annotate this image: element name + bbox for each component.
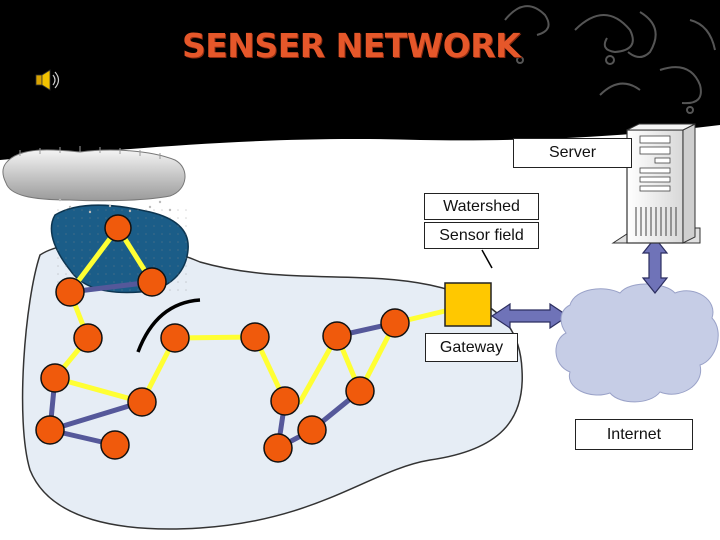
- server-tower-icon: [611, 123, 701, 244]
- sensor-node: [127, 387, 157, 417]
- river-line: [136, 298, 201, 353]
- decorative-swirls: [504, 5, 716, 114]
- watershed-label: Watershed: [424, 193, 539, 220]
- sensor-node: [322, 321, 352, 351]
- sensor-node: [35, 415, 65, 445]
- sensor-node: [73, 323, 103, 353]
- rain-cloud-icon: [2, 146, 186, 214]
- sensor-field-pointer: [481, 249, 493, 269]
- sensor-node: [270, 386, 300, 416]
- sensor-node: [104, 214, 132, 242]
- sensor-node: [297, 415, 327, 445]
- gateway-device: [444, 282, 492, 327]
- gateway-label: Gateway: [425, 333, 518, 362]
- sensor-field-label: Sensor field: [424, 222, 539, 249]
- internet-cloud-icon: [555, 283, 719, 403]
- sensor-node: [137, 267, 167, 297]
- server-internet-arrow: [641, 237, 669, 294]
- sensor-node: [380, 308, 410, 338]
- sensor-node: [240, 322, 270, 352]
- sensor-node: [345, 376, 375, 406]
- slide-title: SENSER NETWORK: [182, 26, 521, 65]
- sensor-node: [100, 430, 130, 460]
- internet-label: Internet: [575, 419, 693, 450]
- sensor-node: [55, 277, 85, 307]
- sensor-node: [263, 433, 293, 463]
- sensor-nodes: [35, 214, 410, 463]
- server-label: Server: [513, 138, 632, 168]
- speaker-icon[interactable]: [35, 69, 60, 91]
- sensor-node: [160, 323, 190, 353]
- sensor-node: [40, 363, 70, 393]
